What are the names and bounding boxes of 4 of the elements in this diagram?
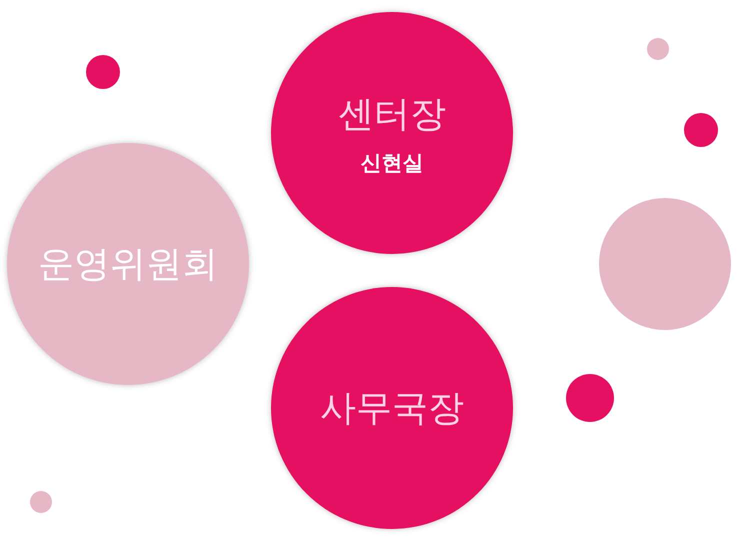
role-title: 운영위원회 [38, 242, 218, 286]
role-title: 사무국장 [320, 386, 464, 430]
person-name: 신현실 [360, 150, 424, 176]
role-title: 센터장 [338, 92, 446, 136]
